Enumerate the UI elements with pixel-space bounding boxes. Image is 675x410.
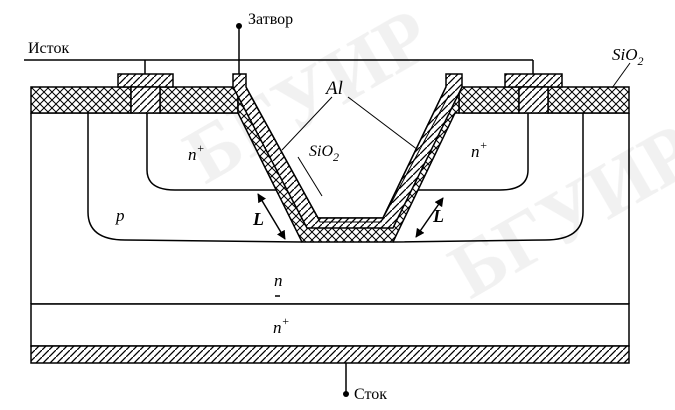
channel-length-arrow-right: [415, 197, 444, 238]
gate-label: Затвор: [248, 11, 293, 28]
gate-metal-v-groove: [232, 73, 463, 229]
watermark-text-2: БГУИР: [435, 106, 675, 315]
n-plus-label-left-main: n: [188, 145, 197, 164]
drain-label: Сток: [354, 386, 387, 403]
n-plus-label-bottom-main: n: [273, 318, 282, 337]
oxide-label-center-main: SiO: [309, 143, 333, 160]
oxide-label-center: SiO2: [309, 143, 339, 164]
n-plus-substrate-layer: [30, 303, 630, 347]
n-plus-label-left: n+: [188, 141, 205, 164]
source-label: Исток: [28, 40, 69, 57]
leader-lines: [281, 62, 631, 197]
n-plus-label-right: n+: [471, 138, 488, 161]
n-plus-label-right-sup: +: [480, 138, 488, 152]
gate-oxide-inner: [249, 94, 450, 223]
n-plus-label-bottom-sup: +: [282, 314, 290, 328]
oxide-label-right: SiO2: [612, 45, 644, 68]
n-plus-region-left: [146, 113, 285, 191]
n-plus-label-right-main: n: [471, 142, 480, 161]
n-plus-label-left-sup: +: [197, 141, 205, 155]
n-plus-region-right: [415, 113, 529, 191]
gate-terminal: [236, 23, 242, 74]
p-region-label: p: [115, 206, 125, 225]
p-region-right: [392, 113, 584, 243]
oxide-label-right-sub: 2: [638, 54, 644, 68]
p-region-left: [87, 113, 303, 243]
metal-label: Al: [324, 78, 343, 99]
oxide-label-center-sub: 2: [333, 150, 339, 164]
channel-length-label-right: L: [432, 206, 444, 226]
source-contacts: [117, 73, 563, 114]
source-wire: [24, 59, 534, 74]
n-region-label: n: [274, 271, 283, 290]
drain-metal-layer: [30, 345, 630, 364]
n-plus-label-bottom: n+: [273, 314, 290, 337]
channel-length-label-left: L: [252, 209, 264, 229]
oxide-label-right-main: SiO: [612, 45, 638, 64]
channel-length-arrow-left: [257, 193, 286, 240]
drain-terminal: [343, 363, 349, 397]
